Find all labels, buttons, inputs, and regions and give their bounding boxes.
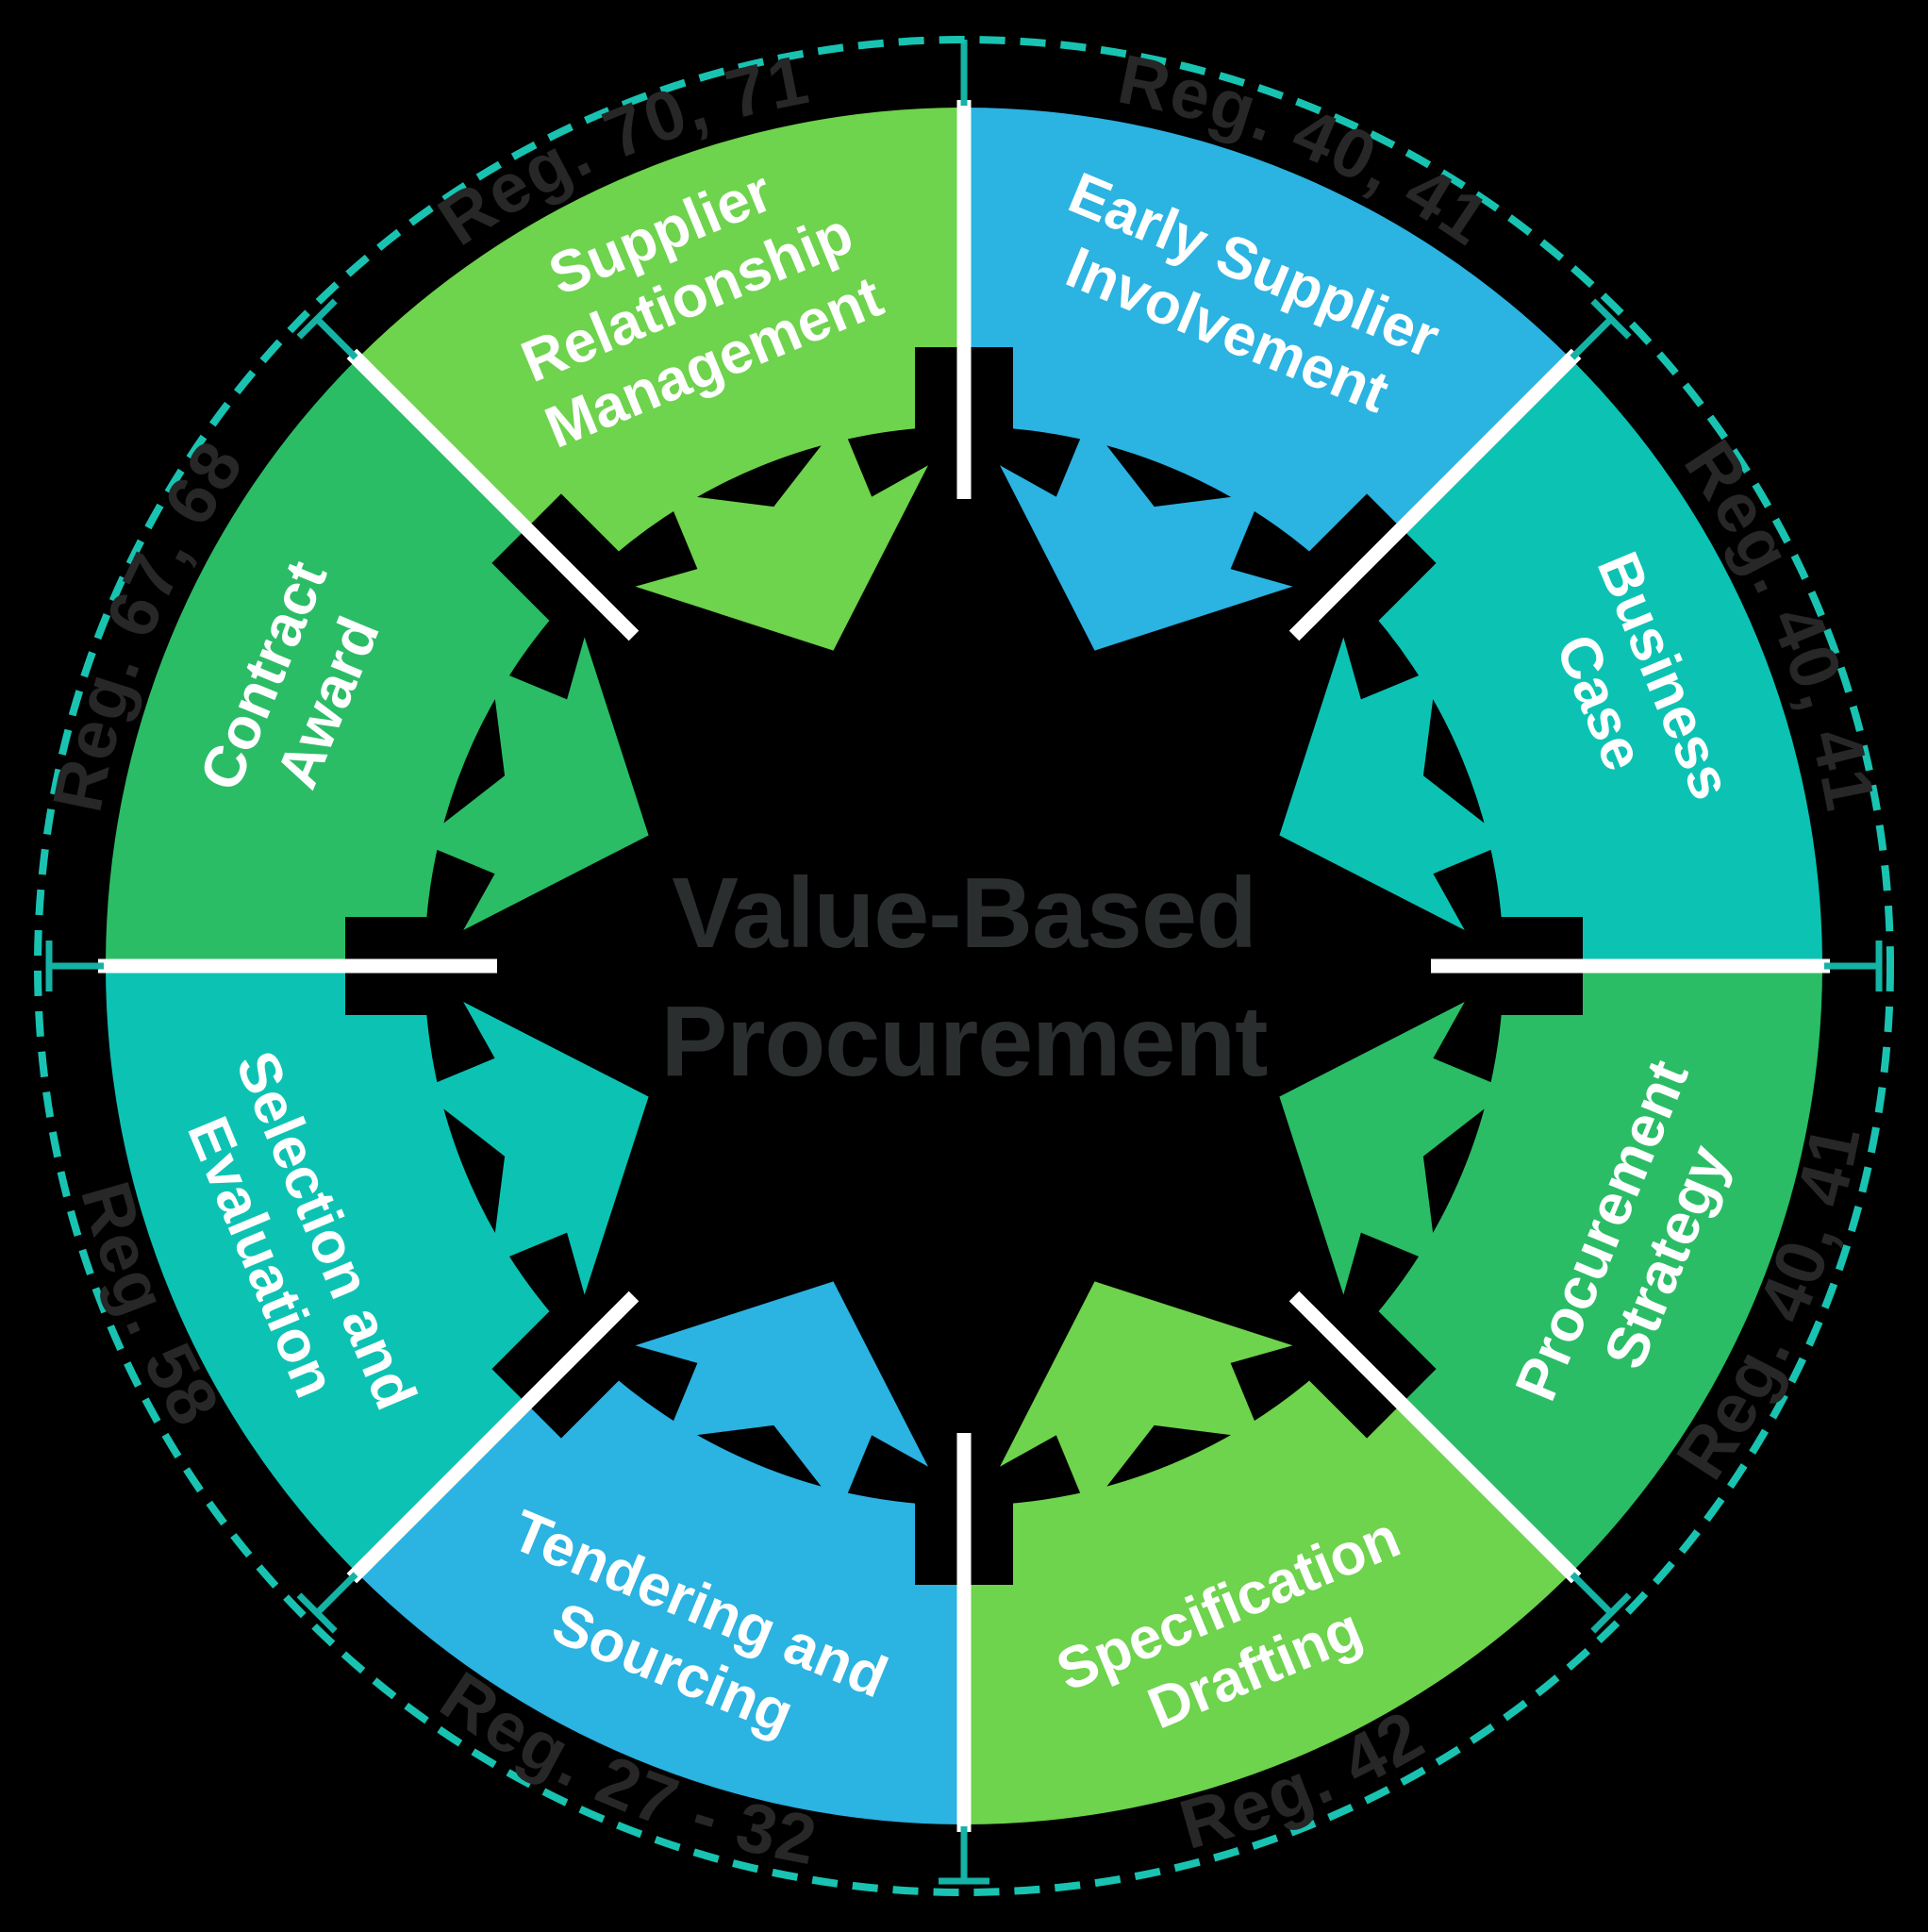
guide-line [1570,1572,1614,1616]
segment-specification-drafting [964,1347,1571,1824]
guide-line [314,316,358,360]
arrow-selection-and-evaluation [419,1002,649,1295]
segment-early-supplier-involvement [964,108,1571,585]
guide-tick [1590,1592,1632,1634]
arrow-procurement-strategy [1279,1002,1509,1295]
guide-tick [296,298,338,340]
arrow-tendering-and-sourcing [635,1281,928,1511]
segment-tendering-and-sourcing [357,1347,964,1824]
guide-line [1570,316,1614,360]
guide-tick [1590,298,1632,340]
divider-line [346,1291,640,1584]
segment-business-case [1345,358,1822,966]
segment-contract-award [106,358,583,966]
dashed-circle [34,36,1894,1896]
divider-line [346,348,640,641]
segment-supplier-relationship-management [357,107,964,585]
segment-selection-and-evaluation [105,966,583,1574]
arrow-supplier-relationship-management [635,421,928,651]
center-title-line2: Procurement [661,986,1268,1097]
guide-line [314,1572,358,1616]
segment-procurement-strategy [1345,966,1822,1574]
arrow-business-case [1279,637,1509,930]
center-title-line1: Value-Based [672,858,1255,969]
divider-line [1288,1291,1582,1584]
divider-line [1288,348,1582,641]
arrow-specification-drafting [1000,1281,1293,1511]
arrow-contract-award [419,637,649,930]
arrow-early-supplier-involvement [1000,421,1293,651]
guide-tick [296,1592,338,1634]
